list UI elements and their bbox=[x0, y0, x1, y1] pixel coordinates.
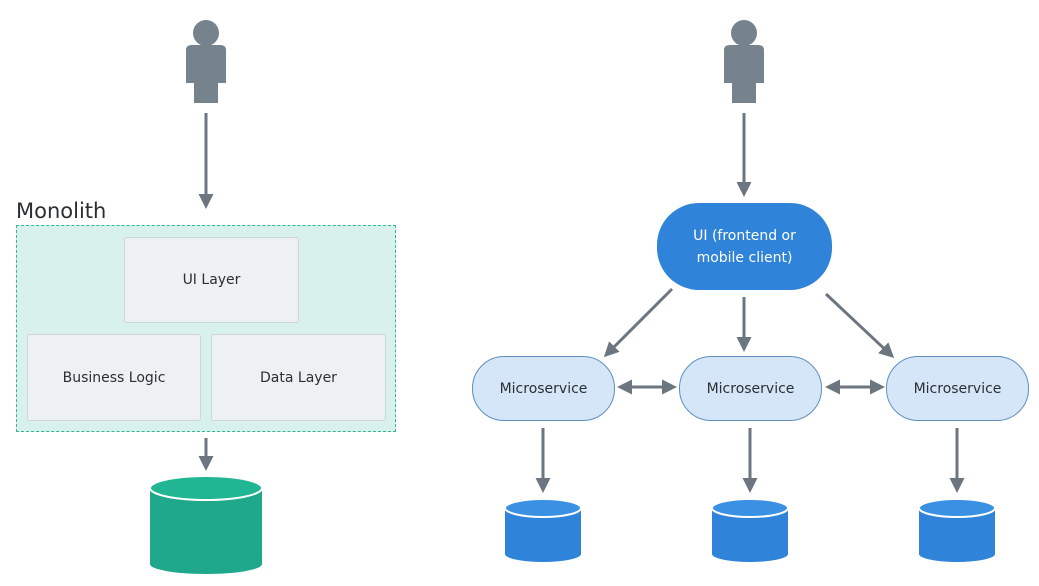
data-layer-box: Data Layer bbox=[211, 334, 386, 421]
database-icon-monolith bbox=[149, 475, 263, 574]
microservice-node-left: Microservice bbox=[472, 356, 615, 421]
ui-node-line-2: mobile client) bbox=[696, 249, 793, 266]
microservice-node-center: Microservice bbox=[679, 356, 822, 421]
database-icon-ms-right bbox=[918, 498, 996, 562]
business-logic-box: Business Logic bbox=[27, 334, 201, 421]
ui-layer-box: UI Layer bbox=[124, 237, 299, 323]
arrow-ui-to-ms-left bbox=[603, 287, 674, 358]
monolith-title: Monolith bbox=[16, 199, 107, 223]
database-icon-ms-left bbox=[504, 498, 582, 562]
microservice-node-right: Microservice bbox=[886, 356, 1029, 421]
user-icon-monolith bbox=[186, 20, 226, 103]
arrow-ui-to-ms-right bbox=[824, 292, 895, 359]
ui-frontend-node: UI (frontend or mobile client) bbox=[657, 203, 832, 290]
database-icon-ms-center bbox=[711, 498, 789, 562]
ui-node-line-1: UI (frontend or bbox=[693, 227, 796, 244]
user-icon-microservices bbox=[724, 20, 764, 103]
